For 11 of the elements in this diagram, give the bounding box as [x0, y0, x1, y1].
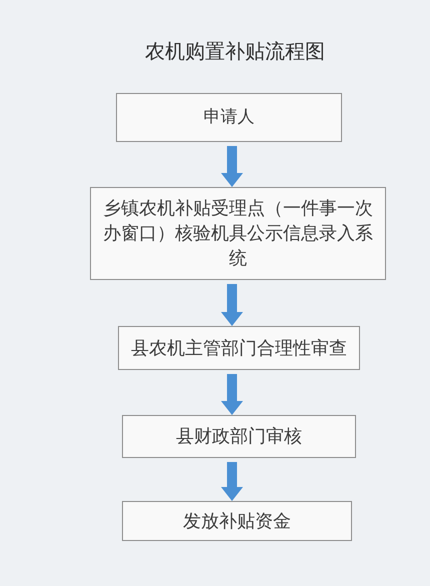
- process-box: [90, 187, 386, 280]
- process-box: [122, 501, 352, 541]
- step-label: 县财政部门审核: [176, 425, 302, 449]
- process-box: [116, 93, 342, 142]
- process-box: [122, 415, 356, 458]
- step-label: 乡镇农机补贴受理点（一件事一次办窗口）核验机具公示信息录入系统: [102, 197, 374, 271]
- step-label: 发放补贴资金: [183, 510, 291, 534]
- step-label: 申请人: [204, 106, 254, 129]
- process-box: [118, 326, 360, 370]
- title: 农机购置补贴流程图: [144, 38, 326, 65]
- step-label: 县农机主管部门合理性审查: [131, 336, 347, 360]
